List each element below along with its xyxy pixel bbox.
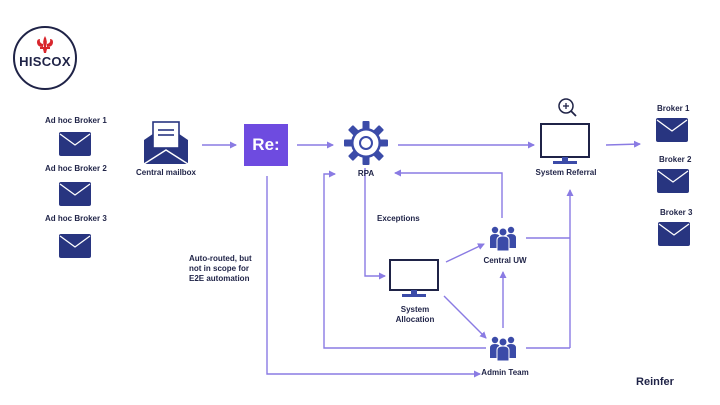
link-uw-back-to-rpa bbox=[394, 169, 503, 218]
envelope-icon bbox=[59, 182, 91, 206]
label-exceptions: Exceptions bbox=[377, 214, 420, 223]
label-ad-hoc-broker-2: Ad hoc Broker 2 bbox=[45, 164, 107, 173]
label-broker-1: Broker 1 bbox=[657, 104, 690, 113]
label-central-uw: Central UW bbox=[483, 256, 527, 265]
label-system-allocation: System Allocation bbox=[395, 305, 435, 324]
link-allocation-to-admin bbox=[443, 295, 487, 339]
link-admin-back-to-rpa bbox=[323, 170, 486, 349]
reinfer-badge: Re: bbox=[244, 124, 288, 166]
label-broker-3: Broker 3 bbox=[660, 208, 693, 217]
link-auto-routed-to-admin bbox=[266, 176, 481, 378]
hiscox-logo: HISCOX bbox=[13, 26, 77, 90]
reinfer-brand-logo: Reinfer bbox=[636, 376, 674, 388]
label-ad-hoc-broker-3: Ad hoc Broker 3 bbox=[45, 214, 107, 223]
gear-icon bbox=[344, 121, 388, 165]
brand-re: Re bbox=[636, 376, 651, 388]
label-auto-routed-note: Auto-routed, but not in scope for E2E au… bbox=[189, 254, 252, 283]
envelope-icon bbox=[59, 132, 91, 156]
label-ad-hoc-broker-1: Ad hoc Broker 1 bbox=[45, 116, 107, 125]
envelope-icon bbox=[59, 234, 91, 258]
envelope-icon bbox=[658, 222, 690, 246]
link-rpa-exceptions-to-allocation bbox=[364, 168, 386, 280]
brand-infer: infer bbox=[650, 376, 674, 388]
monitor-magnifier-icon bbox=[540, 98, 590, 164]
people-group-icon bbox=[490, 336, 516, 362]
open-envelope-icon bbox=[143, 121, 189, 165]
label-admin-team: Admin Team bbox=[481, 368, 529, 377]
envelope-icon bbox=[656, 118, 688, 142]
label-central-mailbox: Central mailbox bbox=[135, 168, 197, 177]
label-broker-2: Broker 2 bbox=[659, 155, 692, 164]
envelope-icon bbox=[657, 169, 689, 193]
people-group-icon bbox=[490, 226, 516, 252]
label-rpa: RPA bbox=[357, 169, 375, 178]
monitor-icon bbox=[389, 259, 439, 297]
link-referral-to-brokers bbox=[605, 140, 641, 148]
hiscox-fleur-icon bbox=[37, 36, 53, 53]
link-allocation-to-uw bbox=[445, 243, 485, 263]
label-system-referral: System Referral bbox=[535, 168, 597, 177]
logo-text: HISCOX bbox=[19, 54, 71, 69]
